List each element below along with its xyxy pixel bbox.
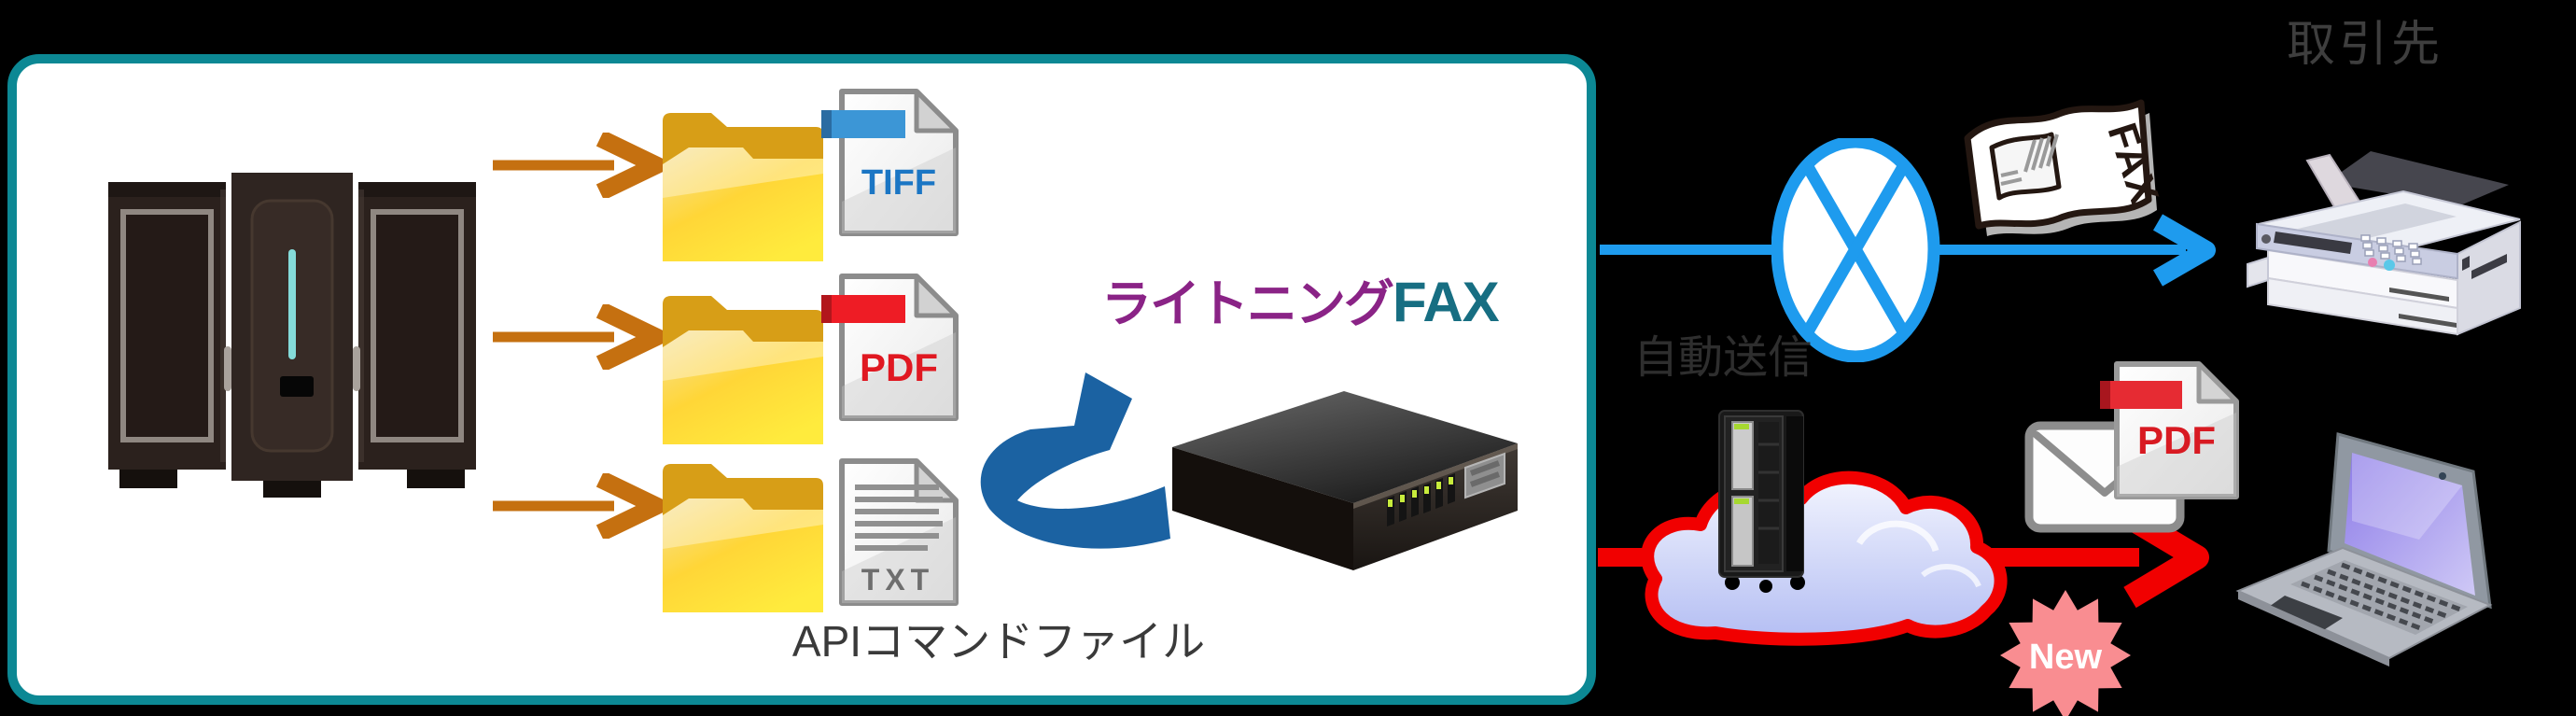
fax-machine-icon xyxy=(2247,151,2521,336)
folder-icon-2 xyxy=(663,296,823,444)
tiff-file-label: TIFF xyxy=(861,163,936,203)
phone-line-right xyxy=(1932,245,2186,255)
email-pdf-icon: PDF xyxy=(2100,361,2239,499)
laptop-icon xyxy=(2235,432,2493,667)
email-pdf-label: PDF xyxy=(2137,418,2216,462)
pdf-file-icon: PDF xyxy=(821,274,959,421)
txt-file-label: TXT xyxy=(861,563,934,597)
phone-line-left xyxy=(1600,245,1779,255)
folder-icon-3 xyxy=(663,464,823,612)
rack-server-icon xyxy=(1718,410,1805,593)
auto-send-label: 自動送信 xyxy=(1633,333,1813,383)
pdf-file-label: PDF xyxy=(860,345,938,389)
cloud-icon xyxy=(1641,470,2008,646)
tiff-file-icon: TIFF xyxy=(821,89,959,236)
product-title: ライトニングFAX xyxy=(1101,271,1500,333)
transfer-arrow-1 xyxy=(493,133,665,198)
folder-icon-1 xyxy=(663,113,823,261)
transfer-arrow-2 xyxy=(493,304,665,370)
api-command-file-label: APIコマンドファイル xyxy=(791,617,1206,666)
product-title-lightning: ライトニング xyxy=(1101,276,1394,332)
phone-line-arrowhead-icon xyxy=(2153,214,2216,287)
transfer-arrow-3 xyxy=(493,473,665,539)
phone-network-icon xyxy=(1771,138,1940,362)
fax-document-icon: FAX xyxy=(1964,99,2165,236)
new-badge-label: New xyxy=(2029,638,2103,677)
product-title-fax: FAX xyxy=(1393,271,1500,333)
fax-server-icon xyxy=(1172,391,1518,570)
partner-label: 取引先 xyxy=(2287,18,2444,72)
curved-arrow-icon xyxy=(980,372,1170,549)
new-badge: New xyxy=(2000,590,2131,716)
mainframe-icon xyxy=(108,173,476,498)
txt-file-icon: TXT xyxy=(839,458,959,606)
